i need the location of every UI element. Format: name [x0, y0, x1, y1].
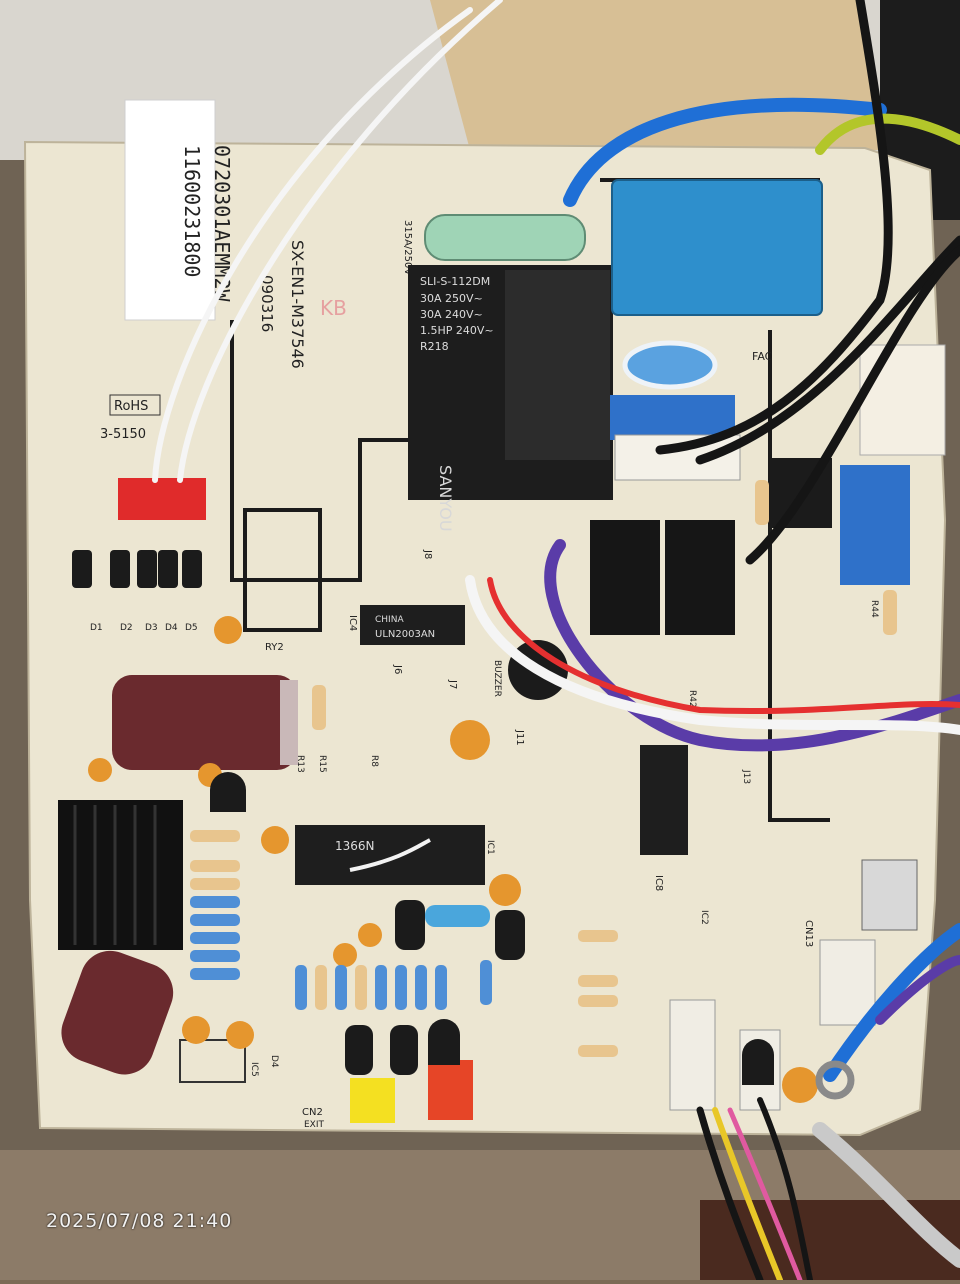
rohs-box	[109, 394, 161, 416]
relay-brand: SANYOU	[436, 465, 455, 532]
electrolytic-capacitor-bottom	[61, 950, 174, 1075]
ic2-label: IC5	[249, 1062, 259, 1077]
part-code-label: 3-5150	[100, 427, 146, 442]
red-connector-top	[118, 478, 206, 520]
pcb-board	[23, 140, 947, 1137]
mcu-ic: 1366N	[295, 825, 485, 885]
red-connector-bottom	[428, 1060, 473, 1120]
x-capacitor	[611, 179, 823, 316]
transistor-2	[428, 1019, 460, 1065]
wires	[152, 0, 960, 1284]
relay-code: R218	[420, 340, 449, 353]
ic4-driver: CHINA ULN2003AN	[360, 605, 465, 645]
blue-capacitor-2	[610, 395, 735, 440]
film-capacitor	[425, 905, 490, 927]
resistor-array-right	[312, 480, 897, 1057]
small-electrolytic-3	[390, 1025, 418, 1075]
ic4-label: IC4	[347, 615, 358, 631]
ic8-label: J13	[741, 769, 751, 784]
sticker-line1: 0720301AEMM2W	[210, 145, 234, 302]
resistor-array-bottom	[295, 960, 492, 1010]
cn13-connector	[819, 939, 876, 1026]
relay-small-2	[665, 520, 735, 635]
relay-model: SLI-S-112DM	[420, 275, 490, 288]
small-electrolytic-4	[395, 900, 425, 950]
ceramic-capacitors	[88, 616, 818, 1103]
driver-brand: CHINA	[375, 615, 404, 625]
connector-bottom-1	[669, 999, 716, 1111]
d4b-label: D4	[269, 1055, 279, 1068]
resistor-array-left	[190, 830, 240, 980]
relay-rating-1: 30A 250V~	[420, 292, 483, 305]
blue-capacitor-3	[840, 465, 910, 585]
transistor-3	[742, 1039, 774, 1085]
cn2-label: CN2	[302, 1107, 323, 1118]
white-connector	[614, 434, 741, 481]
photo-timestamp: 2025/07/08 21:40	[46, 1210, 233, 1232]
ic5	[640, 745, 688, 855]
d3-label: D3	[145, 623, 158, 633]
plastic-housing	[430, 0, 880, 150]
ground-lug	[815, 1060, 855, 1100]
j11-label: J11	[514, 729, 525, 746]
r42-label: R42	[687, 690, 697, 708]
mcu-marking: 1366N	[335, 839, 375, 853]
model-label: SX-EN1-M37546	[288, 240, 307, 369]
ic1-label: IC1	[485, 840, 495, 855]
d1-label: D1	[90, 623, 103, 633]
d5-label: D5	[185, 623, 198, 633]
j13-label: IC2	[699, 910, 709, 925]
r13-label: R13	[295, 755, 305, 773]
main-relay: SANYOU	[408, 265, 613, 532]
d2-label: D2	[120, 623, 133, 633]
date-code-label: 090316	[258, 275, 276, 332]
ic5-label: IC8	[653, 875, 664, 891]
r15-label: R15	[317, 755, 327, 773]
heatsink	[58, 800, 183, 950]
diode-array	[72, 550, 202, 588]
relay-small-1	[590, 520, 660, 635]
fuse	[424, 214, 586, 261]
fac-label: FAC	[752, 350, 773, 363]
cn13-label: CN13	[803, 920, 814, 947]
fuse-rating: 315A/250V	[402, 220, 413, 275]
sticker-line2: 11600231800	[180, 145, 204, 277]
r44-label: R44	[869, 600, 879, 618]
yellow-connector	[350, 1078, 395, 1123]
r8-label: R8	[369, 755, 379, 767]
d4-label: D4	[165, 623, 178, 633]
kb-mark: KB	[320, 296, 347, 320]
j8-label: J8	[422, 549, 433, 559]
sticker	[124, 99, 216, 321]
ry2-label: RY2	[265, 642, 284, 653]
j7-label: J7	[447, 679, 458, 689]
transistor-1	[210, 772, 246, 812]
disc-capacitor	[622, 340, 718, 390]
small-electrolytic-2	[345, 1025, 373, 1075]
buzzer-label: BUZZER	[492, 660, 502, 697]
small-electrolytic-1	[495, 910, 525, 960]
relay-rating-2: 30A 240V~	[420, 308, 483, 321]
exit-label: EXIT	[304, 1120, 325, 1130]
relay-rating-3: 1.5HP 240V~	[420, 324, 494, 337]
j6-label: J6	[392, 664, 403, 674]
electrolytic-capacitor-large	[112, 675, 298, 770]
ic2-footprint	[179, 1039, 246, 1083]
driver-part: ULN2003AN	[375, 629, 435, 640]
switch-button	[861, 859, 918, 931]
rohs-label: RoHS	[114, 399, 148, 414]
white-connector-right	[859, 344, 946, 456]
